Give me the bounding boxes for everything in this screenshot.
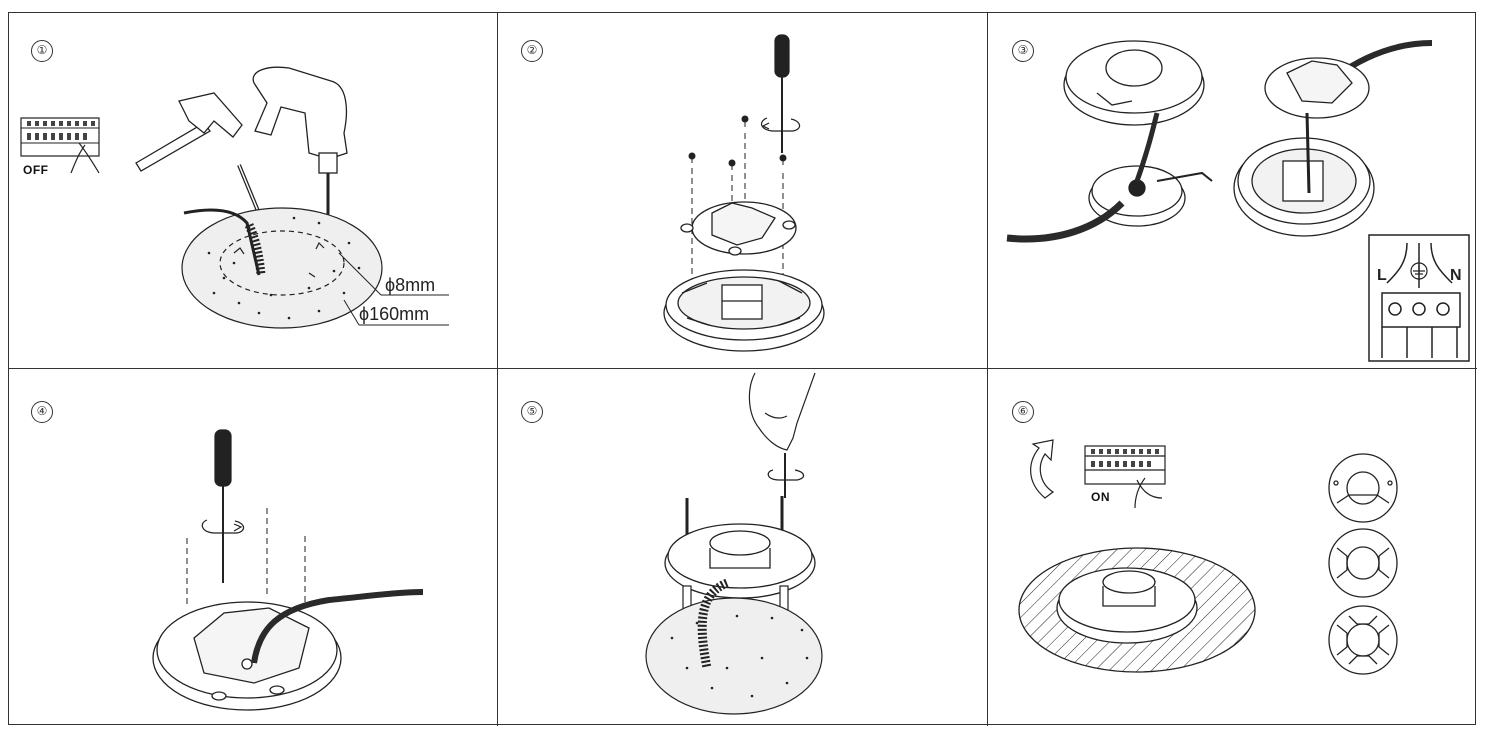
hand-icon [748, 372, 816, 498]
screwdriver-icon [761, 34, 801, 153]
step-number-6: ⑥ [1012, 401, 1034, 423]
step-6-illustration [1018, 439, 1398, 675]
grid-divider-h [9, 368, 1477, 369]
terminal-l-label: L [1377, 267, 1387, 284]
switch-on-label: ON [1091, 490, 1110, 504]
breaker-switch-icon [20, 117, 100, 174]
step-panel-6: ⑥ [987, 368, 1477, 726]
step-number-5: ⑤ [521, 401, 543, 423]
step-number-2: ② [521, 40, 543, 62]
grid-divider-v2 [987, 13, 988, 726]
curved-arrow-icon [1030, 439, 1055, 499]
ground-symbol-icon [1410, 262, 1428, 280]
lamp-base-mounted [152, 601, 342, 711]
installed-lamp [1018, 547, 1256, 673]
terminal-n-label: N [1450, 267, 1462, 284]
step-number-3: ③ [1012, 40, 1034, 62]
lamp-cover [1063, 40, 1205, 126]
hole-diameter-label: ϕ8mm [385, 275, 436, 295]
lamp-base-wiring [1233, 112, 1375, 237]
grid-divider-v1 [497, 13, 498, 726]
disk-diameter-label: ϕ160mm [359, 304, 430, 324]
lamp-base [663, 269, 825, 352]
step-2-illustration [663, 34, 825, 352]
mounting-plate [680, 201, 797, 256]
step-3-illustration [1006, 40, 1470, 362]
power-cable [251, 589, 424, 664]
conduit-icon [183, 208, 266, 276]
step-panel-3: ③ [987, 13, 1477, 368]
screwdriver-icon [201, 429, 245, 583]
step-number-1: ① [31, 40, 53, 62]
step-panel-4: ④ [9, 368, 497, 726]
lens-option-1 [1328, 453, 1398, 523]
switch-off-label: OFF [23, 163, 49, 177]
concrete-surface [181, 207, 383, 329]
step-1-illustration [20, 66, 449, 329]
lamp-cover-open [1264, 57, 1370, 119]
step-5-illustration [645, 372, 823, 715]
step-panel-1: ① [9, 13, 497, 368]
screws [688, 115, 787, 170]
conduit-icon [697, 578, 729, 669]
instruction-grid: ① [8, 12, 1477, 726]
lens-option-2 [1328, 528, 1398, 598]
lens-option-3 [1328, 605, 1398, 675]
hammer-icon [135, 92, 243, 172]
step-4-illustration [152, 429, 424, 711]
concrete-surface [645, 597, 823, 715]
step-panel-2: ② [497, 13, 987, 368]
terminal-detail [1368, 234, 1470, 362]
breaker-switch-icon [1084, 445, 1166, 509]
step-number-4: ④ [31, 401, 53, 423]
step-panel-5: ⑤ [497, 368, 987, 726]
lamp-cover [664, 523, 816, 599]
